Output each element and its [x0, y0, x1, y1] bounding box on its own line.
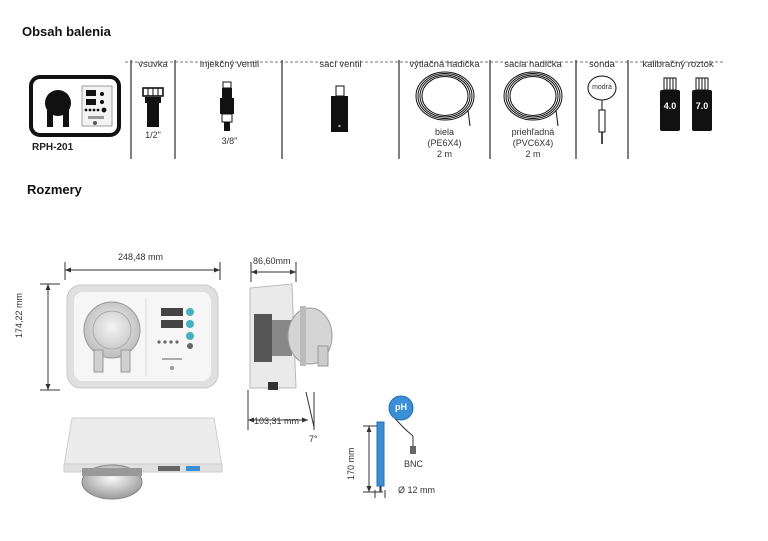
column-label-fitting: vsuvka: [138, 59, 168, 70]
discharge-hose-caption: biela (PE6X4) 2 m: [399, 127, 490, 160]
probe-icon: [587, 75, 617, 144]
probe-color-tag: modrá: [592, 84, 612, 91]
suction-hose-caption: priehľadná (PVC6X4) 2 m: [490, 127, 576, 160]
injection-valve-size: 3/8": [221, 136, 238, 146]
probe-diameter-label: Ø 12 mm: [398, 485, 436, 495]
suction-hose-length: 2 m: [525, 149, 541, 159]
model-label: RPH-201: [32, 142, 74, 153]
pump-front-view: [66, 284, 219, 389]
probe-connector-label: BNC: [404, 459, 424, 469]
buffer-ph4-label: 4.0: [663, 101, 677, 111]
column-label-discharge-hose: výtlačná hadička: [409, 59, 480, 70]
discharge-hose-type: (PE6X4): [427, 138, 462, 148]
column-label-injection-valve: injekčný ventil: [199, 59, 260, 70]
strip-dividers: [130, 60, 629, 159]
contents-heading: Obsah balenia: [22, 24, 111, 39]
probe-length-label: 170 mm: [346, 447, 356, 480]
discharge-hose-color: biela: [434, 127, 454, 137]
suction-hose-type: (PVC6X4): [512, 138, 554, 148]
probe-dimension-view: [363, 395, 416, 498]
front-height-label: 174,22 mm: [14, 292, 24, 338]
column-label-calibration-solution: kalibračný roztok: [642, 59, 714, 70]
mount-angle-label: 7°: [309, 434, 318, 444]
discharge-hose-coil-icon: [415, 71, 475, 127]
side-depth-label: 86,60mm: [253, 256, 291, 266]
side-dimension-lines: [247, 262, 315, 430]
suction-hose-coil-icon: [503, 71, 563, 127]
column-label-probe: sonda: [589, 59, 615, 70]
side-depth-bottom-label: 103,31 mm: [254, 416, 300, 426]
front-width-label: 248,48 mm: [118, 252, 164, 262]
buffer-ph7-label: 7.0: [695, 101, 709, 111]
dimensions-heading: Rozmery: [27, 182, 82, 197]
fitting-icon: [142, 87, 164, 127]
injection-valve-icon: [220, 81, 234, 131]
discharge-hose-length: 2 m: [436, 149, 452, 159]
column-label-suction-hose: sacia hadička: [504, 59, 562, 70]
pump-device-icon: [29, 75, 121, 137]
fitting-size: 1/2": [145, 130, 161, 140]
strip-top-line: [125, 61, 725, 63]
suction-hose-transparency: priehľadná: [511, 127, 555, 137]
column-label-suction-valve: sací ventil: [319, 59, 362, 70]
pump-bottom-view: [63, 417, 223, 500]
package-contents-strip: RPH-201 vsuvka 1/2" injekčný ventil 3/8"…: [0, 56, 768, 166]
front-dimension-lines: [40, 262, 221, 391]
probe-ph-badge: pH: [395, 402, 407, 412]
suction-valve-icon: [331, 85, 348, 132]
pump-side-view: [249, 283, 333, 390]
calibration-bottles-icon: [660, 77, 712, 131]
